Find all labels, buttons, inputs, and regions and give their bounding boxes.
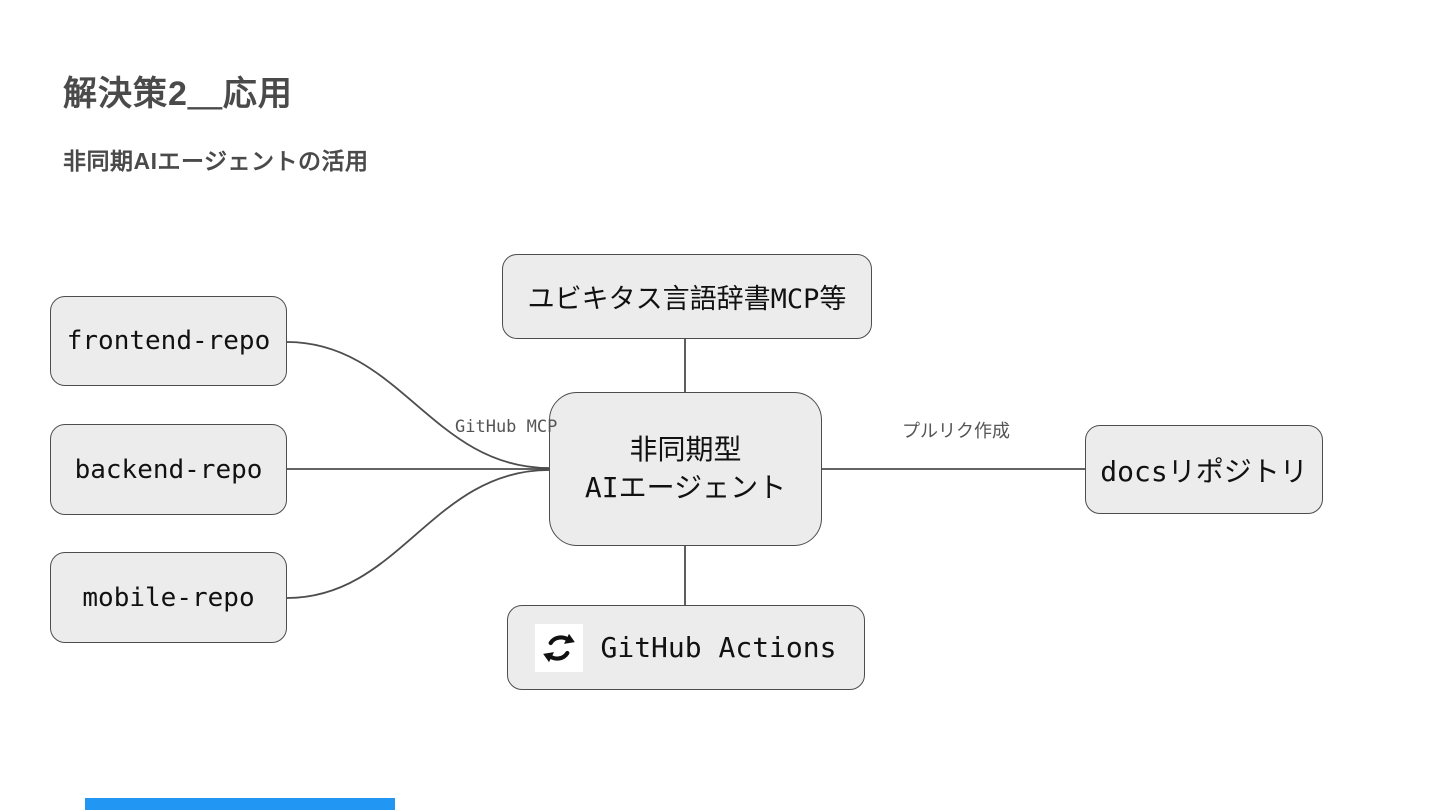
node-frontend-repo: frontend-repo xyxy=(50,296,287,386)
node-github-actions: GitHub Actions xyxy=(507,605,865,690)
node-mobile-repo: mobile-repo xyxy=(50,552,287,643)
node-docs-repository: docsリポジトリ xyxy=(1085,425,1323,514)
node-async-ai-agent-label: 非同期型 AIエージェント xyxy=(584,433,787,504)
node-docs-repository-label: docsリポジトリ xyxy=(1100,454,1308,488)
node-ubiquitous-dictionary-mcp: ユビキタス言語辞書MCP等 xyxy=(502,254,872,339)
node-backend-repo-label: backend-repo xyxy=(74,454,263,485)
edge-label-github-mcp: GitHub MCP xyxy=(455,417,558,437)
node-github-actions-label: GitHub Actions xyxy=(600,631,837,664)
page-subtitle: 非同期AIエージェントの活用 xyxy=(63,148,369,174)
node-frontend-repo-label: frontend-repo xyxy=(66,326,271,356)
node-ubiquitous-dictionary-mcp-label: ユビキタス言語辞書MCP等 xyxy=(527,284,847,315)
slide-progress-bar xyxy=(85,798,395,810)
edge-frontend-to-agent xyxy=(286,341,550,469)
node-backend-repo: backend-repo xyxy=(50,424,287,515)
node-mobile-repo-label: mobile-repo xyxy=(82,582,255,613)
page-title: 解決策2＿応用 xyxy=(63,75,293,113)
edge-mobile-to-agent xyxy=(286,469,550,599)
node-async-ai-agent: 非同期型 AIエージェント xyxy=(549,392,822,546)
sync-icon xyxy=(535,623,584,672)
edge-label-pull-request-creation: プルリク作成 xyxy=(902,421,1010,442)
